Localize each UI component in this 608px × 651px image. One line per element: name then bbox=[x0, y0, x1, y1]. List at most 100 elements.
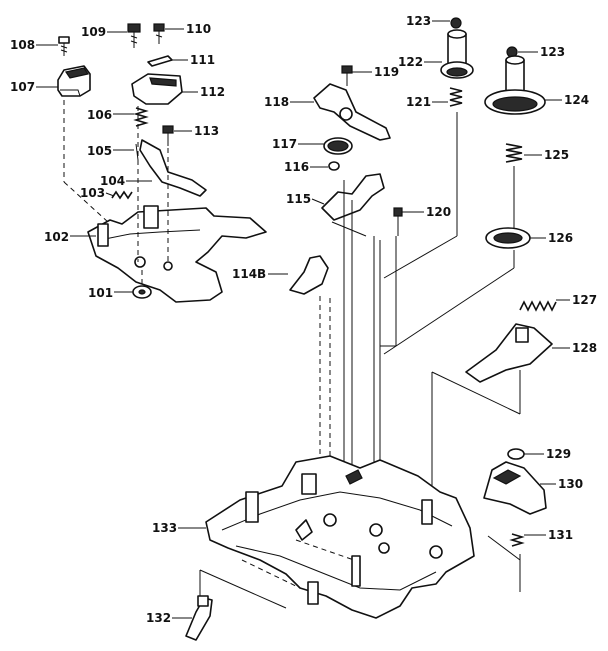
callout-102: 102 bbox=[44, 230, 69, 244]
callout-123b: 123 bbox=[540, 45, 565, 59]
part-114b-bracket bbox=[289, 255, 329, 295]
callout-127: 127 bbox=[572, 293, 597, 307]
callout-132: 132 bbox=[146, 611, 171, 625]
part-128-tab bbox=[515, 327, 529, 343]
part-111-clip bbox=[147, 55, 173, 67]
part-110-screw bbox=[153, 23, 165, 44]
guide-121b bbox=[383, 235, 458, 279]
part-118-boss bbox=[339, 107, 353, 121]
callout-111: 111 bbox=[190, 53, 215, 67]
part-103-spring bbox=[111, 190, 133, 200]
part-107-bracket bbox=[57, 65, 91, 97]
guide-131b bbox=[487, 535, 521, 561]
callout-112: 112 bbox=[200, 85, 225, 99]
part-122-reel bbox=[440, 29, 474, 79]
chassis-bump bbox=[295, 519, 313, 541]
chassis-post-2 bbox=[301, 473, 317, 495]
callout-121: 121 bbox=[406, 95, 431, 109]
chassis-post-3 bbox=[421, 499, 433, 525]
callout-labels: 101 102 103 104 105 106 107 108 109 110 … bbox=[10, 14, 597, 625]
leader-103 bbox=[105, 192, 115, 197]
part-124-reel-table bbox=[484, 55, 546, 115]
callout-120: 120 bbox=[426, 205, 451, 219]
chassis-pin-2 bbox=[369, 523, 383, 537]
chassis-dash-2 bbox=[241, 559, 301, 589]
guide-left-2 bbox=[63, 181, 109, 223]
part-102-post-right bbox=[143, 205, 159, 229]
callout-107: 107 bbox=[10, 80, 35, 94]
part-123a-screw bbox=[450, 17, 462, 29]
callout-106: 106 bbox=[87, 108, 112, 122]
chassis-post-4 bbox=[307, 581, 319, 605]
part-126-gear-teeth bbox=[493, 232, 523, 244]
part-102-post-left bbox=[97, 223, 109, 247]
callout-114b: 114B bbox=[232, 267, 266, 281]
left-subassembly bbox=[57, 23, 267, 303]
callout-110: 110 bbox=[186, 22, 211, 36]
chassis-pin-4 bbox=[429, 545, 443, 559]
callout-124: 124 bbox=[564, 93, 589, 107]
leader-115 bbox=[311, 198, 325, 205]
part-119-screw bbox=[341, 65, 353, 86]
part-109-screw bbox=[127, 23, 141, 48]
callout-128: 128 bbox=[572, 341, 597, 355]
part-112-shadow bbox=[149, 77, 177, 87]
callout-108: 108 bbox=[10, 38, 35, 52]
guide-center-9 bbox=[331, 221, 367, 237]
callout-117: 117 bbox=[272, 137, 297, 151]
chassis-post-5 bbox=[351, 555, 361, 587]
callout-126: 126 bbox=[548, 231, 573, 245]
part-101-nut-hole bbox=[138, 289, 146, 295]
callout-leaders bbox=[36, 20, 570, 619]
part-131-spring bbox=[509, 533, 525, 547]
part-113-screw bbox=[162, 125, 174, 146]
part-121-spring bbox=[449, 87, 463, 107]
part-120-screw bbox=[393, 207, 403, 236]
part-128-slider bbox=[465, 323, 553, 383]
callout-130: 130 bbox=[558, 477, 583, 491]
callout-116: 116 bbox=[284, 160, 309, 174]
callout-119: 119 bbox=[374, 65, 399, 79]
callout-125: 125 bbox=[544, 148, 569, 162]
part-105-pin bbox=[135, 143, 139, 161]
callout-133: 133 bbox=[152, 521, 177, 535]
callout-118: 118 bbox=[264, 95, 289, 109]
chassis-post-1 bbox=[245, 491, 259, 523]
chassis-dash-1 bbox=[295, 539, 355, 561]
callout-105: 105 bbox=[87, 144, 112, 158]
callout-115: 115 bbox=[286, 192, 311, 206]
part-116-washer bbox=[328, 161, 340, 171]
callout-113: 113 bbox=[194, 124, 219, 138]
callout-109: 109 bbox=[81, 25, 106, 39]
part-133-main-chassis bbox=[205, 455, 475, 619]
callout-131: 131 bbox=[548, 528, 573, 542]
callout-122: 122 bbox=[398, 55, 423, 69]
chassis-pin-1 bbox=[323, 513, 337, 527]
part-115-arm bbox=[321, 173, 385, 221]
part-129-washer bbox=[507, 448, 525, 460]
callout-104: 104 bbox=[100, 174, 125, 188]
part-104-arm bbox=[139, 139, 207, 197]
part-106-spring bbox=[133, 107, 149, 127]
part-102-hole bbox=[134, 256, 146, 268]
chassis-inner-1 bbox=[221, 491, 453, 531]
callout-123a: 123 bbox=[406, 14, 431, 28]
part-132-lever bbox=[185, 569, 287, 641]
part-125-spring bbox=[505, 143, 523, 163]
chassis-inner-2 bbox=[235, 545, 437, 591]
chassis-dark-1 bbox=[345, 469, 363, 485]
guide-126b bbox=[383, 267, 515, 355]
part-130-housing bbox=[483, 461, 547, 515]
callout-103: 103 bbox=[80, 186, 105, 200]
part-130-shadow bbox=[492, 469, 522, 485]
right-subassembly bbox=[383, 17, 557, 592]
part-102-chassis-plate bbox=[87, 207, 267, 303]
part-102-hole-2 bbox=[163, 261, 173, 271]
callout-101: 101 bbox=[88, 286, 113, 300]
chassis-outline bbox=[205, 455, 475, 619]
part-117-gear-teeth bbox=[327, 140, 349, 152]
callout-129: 129 bbox=[546, 447, 571, 461]
guide-128b bbox=[431, 371, 521, 415]
chassis-pin-3 bbox=[378, 542, 390, 554]
